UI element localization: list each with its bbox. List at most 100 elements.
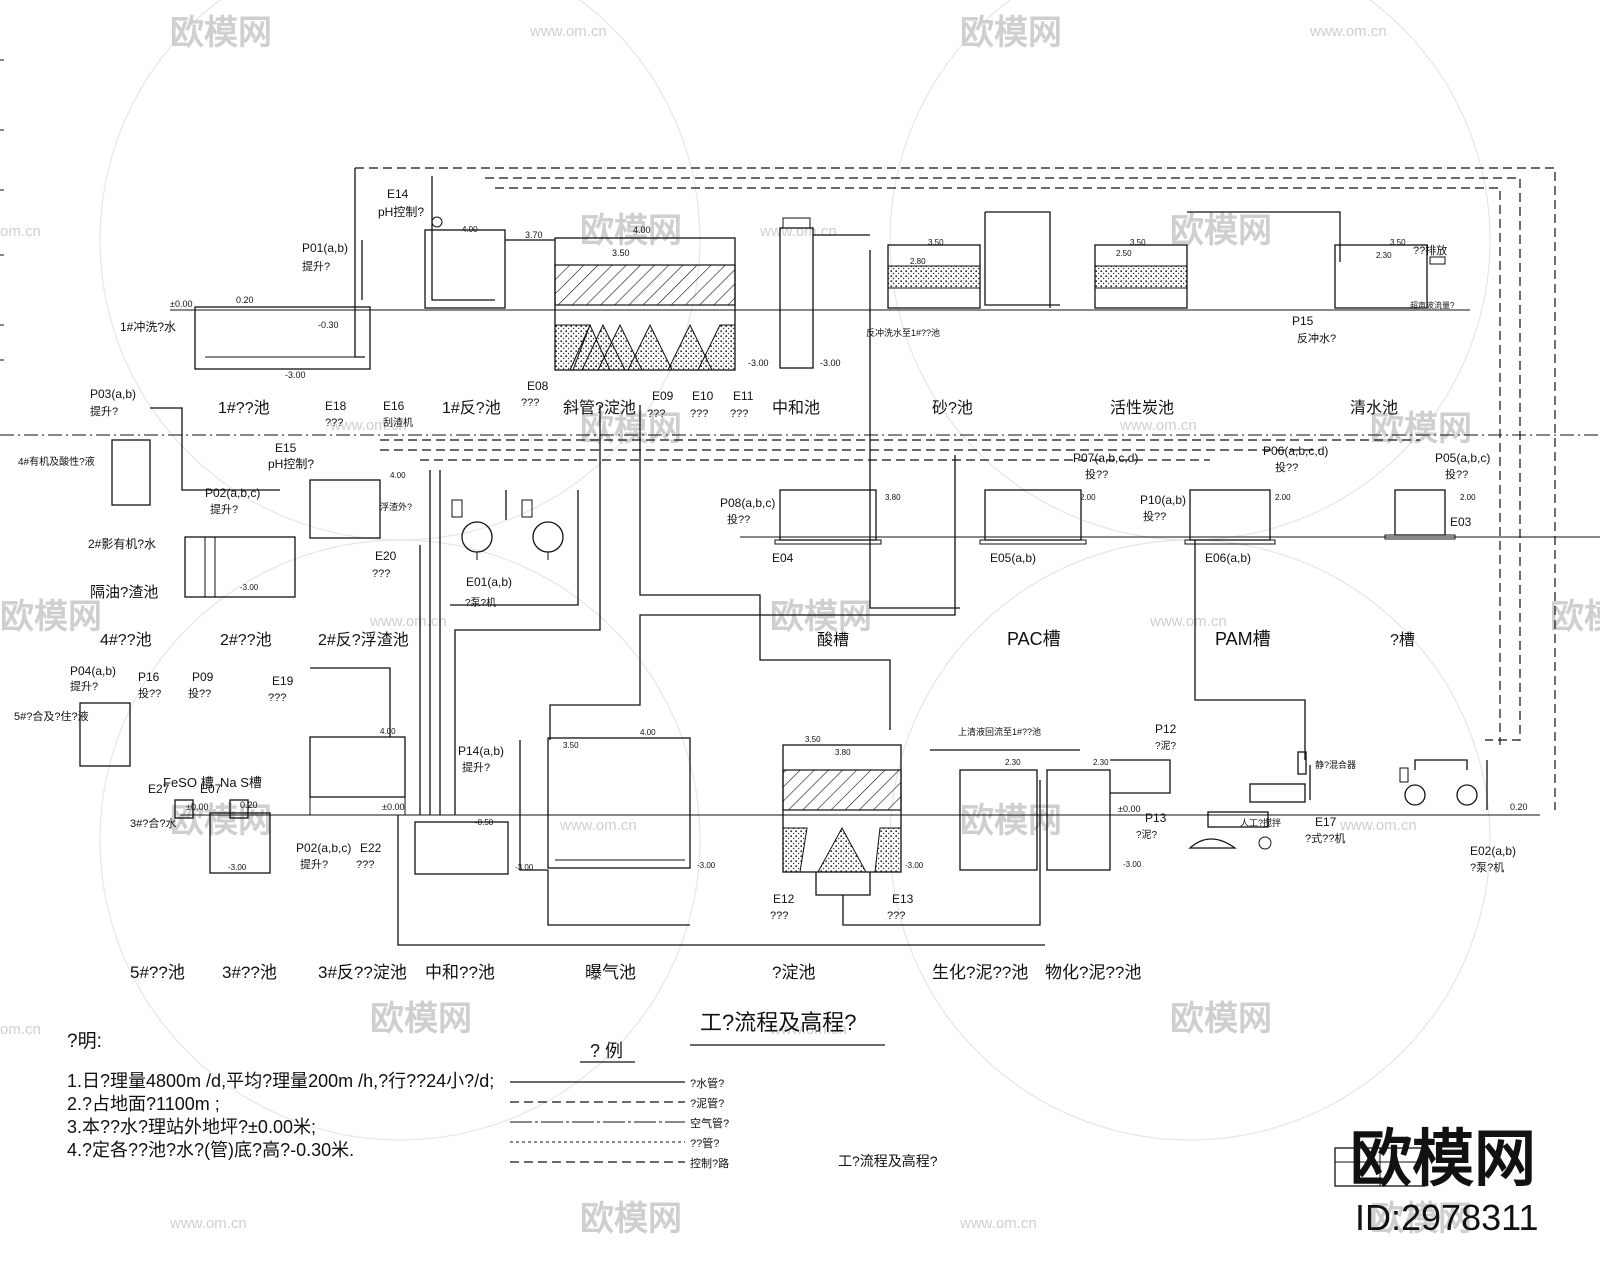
label-P05-desc: 投?? <box>1445 467 1468 481</box>
label-E16: E16 <box>383 399 405 413</box>
label-E19: E19 <box>272 674 294 688</box>
note-discharge: ??排放 <box>1413 243 1447 257</box>
svg-text:欧模网: 欧模网 <box>1370 410 1472 448</box>
notes-header: ?明: <box>67 1031 102 1052</box>
label-P02a-desc: 提升? <box>210 503 238 516</box>
tank-adj1-label: 1#??池 <box>218 399 270 417</box>
legend-item-water: ?水管? <box>690 1076 724 1090</box>
label-P02b: P02(a,b,c) <box>296 841 351 855</box>
label-E22: E22 <box>360 841 382 855</box>
middle-row: P03(a,b) 提升? 4#有机及酸性?液 E15 pH控制? E18 ???… <box>18 387 1600 815</box>
tank-phys-label: 物化?泥??池 <box>1045 963 1141 982</box>
label-P02a: P02(a,b,c) <box>205 486 260 500</box>
label-E02-desc: ?泵?机 <box>1470 860 1504 874</box>
label-P03: P03(a,b) <box>90 387 136 401</box>
label-E18-desc: ??? <box>325 417 343 429</box>
label-P07: P07(a,b,c,d) <box>1073 451 1138 465</box>
tank-pac-label: PAC槽 <box>1007 629 1061 649</box>
label-P14-desc: 提升? <box>462 761 490 774</box>
notes-block: ?明: 1.日?理量4800m /d,平均?理量200m /h,?行??24小?… <box>67 1031 494 1160</box>
note-backwash: 反冲洗水至1#??池 <box>866 327 940 338</box>
lower-row: P04(a,b) 提升? 5#?合及?住?液 P16 投?? P09 投?? E… <box>14 664 1540 982</box>
label-E10-desc: ??? <box>690 408 708 420</box>
label-P08: P08(a,b,c) <box>720 496 775 510</box>
blower-E01 <box>450 490 579 606</box>
svg-text:欧模网: 欧模网 <box>1170 1000 1272 1038</box>
label-P16-desc: 投?? <box>138 686 161 700</box>
label-E09-desc: ??? <box>647 408 665 420</box>
legend-item-chem: ??管? <box>690 1136 719 1150</box>
elev: 2.00 <box>1275 493 1291 502</box>
label-E14-desc: pH控制? <box>378 205 424 219</box>
elev: -0.30 <box>318 320 339 330</box>
label-P10-desc: 投?? <box>1143 509 1166 523</box>
upper-row: 1#冲洗?水 ±0.00 0.20 -0.30 -3.00 P01(a,b) 提… <box>120 168 1470 609</box>
elev: 3.50 <box>805 735 821 744</box>
svg-text:欧模网: 欧模网 <box>370 1000 472 1038</box>
label-P04: P04(a,b) <box>70 664 116 678</box>
title-secondary: 工?流程及高程? <box>838 1153 938 1169</box>
legend: ? 例 ?水管? ?泥管? 空气管? ??管? 控制?路 <box>510 1041 729 1170</box>
elev: -3.00 <box>748 358 769 368</box>
elev: 4.00 <box>640 728 656 737</box>
tank-rev2-label: 2#反?浮渣池 <box>318 631 409 649</box>
svg-text:www.om.cn: www.om.cn <box>769 1021 847 1038</box>
tank-5-small <box>79 702 131 767</box>
label-E20: E20 <box>375 549 397 563</box>
brand-logo: 欧模网 ID:2978311 <box>1334 1125 1538 1238</box>
elev: 3.50 <box>1390 238 1406 247</box>
logo-text: 欧模网 <box>1350 1125 1536 1194</box>
tank-sand-label: 砂?池 <box>932 399 973 417</box>
elev: 2.00 <box>1460 493 1476 502</box>
elev: 2.50 <box>1116 249 1132 258</box>
tank-neutral <box>779 227 814 369</box>
svg-text:www.om.cn: www.om.cn <box>329 417 407 434</box>
tank-pam-label: PAM槽 <box>1215 629 1271 649</box>
elev: 3.50 <box>928 238 944 247</box>
svg-text:欧模网: 欧模网 <box>580 212 682 250</box>
legend-item-sludge: ?泥管? <box>690 1096 724 1110</box>
elev: 0.20 <box>1510 802 1528 812</box>
tank-oil-label: 隔油?渣池 <box>90 584 158 601</box>
label-E01: E01(a,b) <box>466 575 512 589</box>
label-E19-desc: ??? <box>268 692 286 704</box>
note-wastewater4: 4#有机及酸性?液 <box>18 455 95 468</box>
svg-text:www.om.cn: www.om.cn <box>1339 817 1417 834</box>
note-flowmeter: 超声波流量? <box>1410 300 1455 310</box>
watermark-layer: 欧模网 欧模网 欧模网 欧模网 欧模网 欧模网 欧模网 欧模网 欧模网 欧模网 … <box>0 0 1600 1238</box>
svg-text:om.cn: om.cn <box>0 223 41 240</box>
note-float-out: 浮渣外? <box>380 501 412 512</box>
svg-text:欧模网: 欧模网 <box>0 598 102 636</box>
svg-text:欧模网: 欧模网 <box>1370 1200 1472 1238</box>
control-lines-top <box>0 167 1600 810</box>
label-P15: P15 <box>1292 314 1314 328</box>
label-P06: P06(a,b,c,d) <box>1263 444 1328 458</box>
label-P15-desc: 反冲水? <box>1297 331 1336 345</box>
label-E08: E08 <box>527 379 549 393</box>
label-E11-desc: ??? <box>730 408 748 420</box>
label-E03: E03 <box>1450 515 1472 529</box>
tank-oil <box>184 536 296 598</box>
tank-alk <box>1394 489 1446 536</box>
label-E12-desc: ??? <box>770 910 788 922</box>
label-E02: E02(a,b) <box>1470 844 1516 858</box>
label-E12: E12 <box>773 892 795 906</box>
tank-aer-label: 曝气池 <box>585 963 636 982</box>
elev: 3.80 <box>885 493 901 502</box>
label-E04: E04 <box>772 551 794 565</box>
svg-text:欧模网: 欧模网 <box>1550 598 1600 636</box>
elev: 2.30 <box>1093 758 1109 767</box>
label-P09-desc: 投?? <box>188 686 211 700</box>
label-E09: E09 <box>652 389 674 403</box>
logo-id: ID:2978311 <box>1355 1197 1538 1238</box>
elev: ±0.00 <box>382 802 404 812</box>
label-E13-desc: ??? <box>887 910 905 922</box>
elev: -3.00 <box>285 370 306 380</box>
elev: -3.00 <box>1123 860 1142 869</box>
svg-text:欧模网: 欧模网 <box>170 14 272 52</box>
svg-text:欧模网: 欧模网 <box>960 802 1062 840</box>
elev: 2.00 <box>1080 493 1096 502</box>
elev: 3.50 <box>612 248 630 258</box>
svg-text:www.om.cn: www.om.cn <box>1149 613 1227 630</box>
label-E11: E11 <box>733 389 754 403</box>
